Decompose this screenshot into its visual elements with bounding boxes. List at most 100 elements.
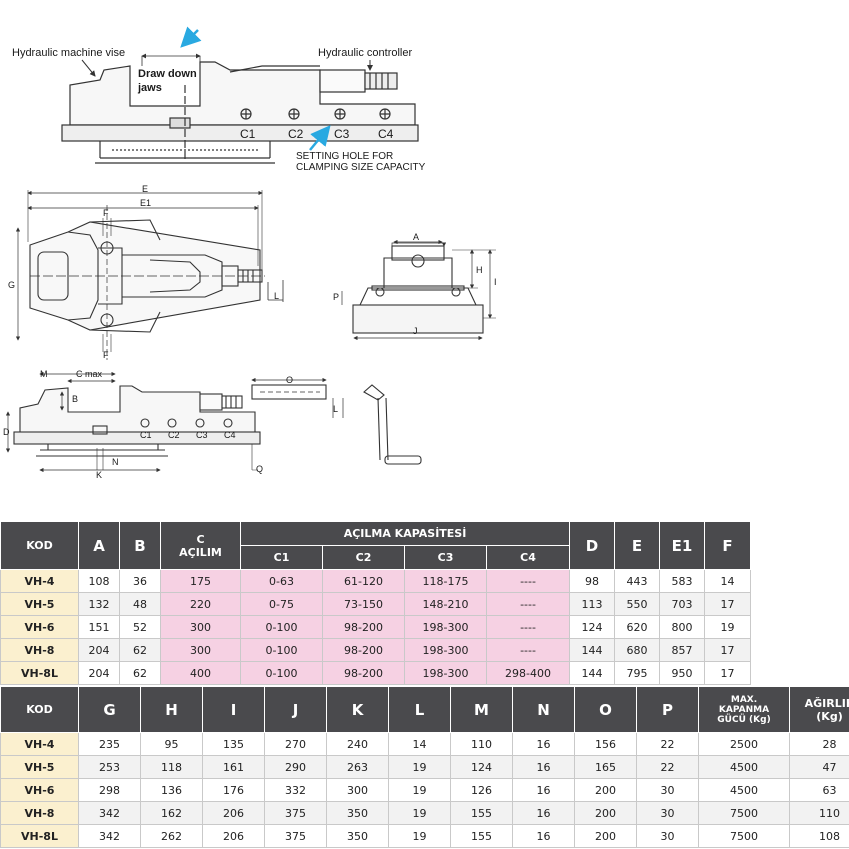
- table-cell: ----: [485, 569, 571, 593]
- table-cell: 132: [78, 592, 120, 616]
- table-cell: 332: [264, 778, 327, 802]
- table-cell: 98-200: [322, 661, 405, 685]
- table-cell: 300: [326, 778, 389, 802]
- dim-e1: E1: [140, 198, 151, 208]
- header-kod: KOD: [0, 521, 79, 570]
- table-cell: 48: [119, 592, 161, 616]
- table-cell: 204: [78, 638, 120, 662]
- table-cell: 270: [264, 732, 327, 756]
- table-cell: 620: [614, 615, 661, 639]
- model-code-cell: VH-8: [0, 638, 79, 662]
- table-cell: 262: [140, 824, 203, 848]
- table-cell: 30: [636, 801, 699, 825]
- table-cell: 950: [659, 661, 706, 685]
- dim-p: P: [333, 292, 339, 302]
- table-cell: 124: [450, 755, 513, 779]
- table-cell: 200: [574, 778, 637, 802]
- header-c3: C3: [404, 545, 487, 570]
- table-cell: 155: [450, 824, 513, 848]
- table-cell: 36: [119, 569, 161, 593]
- table-cell: 62: [119, 661, 161, 685]
- table-cell: 14: [704, 569, 752, 593]
- table-cell: 7500: [698, 824, 790, 848]
- header-e1: E1: [659, 521, 706, 570]
- header-o: O: [574, 686, 637, 733]
- table-cell: 136: [140, 778, 203, 802]
- table-cell: 30: [636, 778, 699, 802]
- header-c4: C4: [485, 545, 571, 570]
- header-c2: C2: [322, 545, 405, 570]
- technical-drawing: Hydraulic machine vise Hydraulic control…: [3, 26, 497, 480]
- table-cell: 0-100: [240, 638, 323, 662]
- header-k: K: [326, 686, 389, 733]
- dim-n: N: [112, 457, 119, 467]
- table-cell: 16: [512, 755, 575, 779]
- table-cell: 28: [789, 732, 849, 756]
- table-cell: 342: [78, 801, 141, 825]
- table-cell: 61-120: [322, 569, 405, 593]
- dim-f-top: F: [103, 208, 109, 218]
- dim-i: I: [494, 277, 497, 287]
- header-e: E: [614, 521, 661, 570]
- model-code-cell: VH-6: [0, 615, 79, 639]
- table-cell: 73-150: [322, 592, 405, 616]
- header-j: J: [264, 686, 327, 733]
- dim-j: J: [413, 326, 418, 336]
- table-cell: 4500: [698, 778, 790, 802]
- header-max-line1: MAX.: [730, 694, 758, 705]
- table-cell: 175: [160, 569, 241, 593]
- c2-small-label: C2: [168, 430, 180, 440]
- dim-f-bottom: F: [103, 350, 109, 360]
- header-h: H: [140, 686, 203, 733]
- header-max-line3: GÜCÜ (Kg): [717, 714, 771, 725]
- table-cell: 17: [704, 661, 752, 685]
- table-cell: 342: [78, 824, 141, 848]
- c4-label: C4: [378, 127, 394, 141]
- setting-hole-label-1: SETTING HOLE FOR: [296, 151, 393, 162]
- setting-hole-label-2: CLAMPING SIZE CAPACITY: [296, 162, 426, 173]
- header-c1: C1: [240, 545, 323, 570]
- header-kod-2: KOD: [0, 686, 79, 733]
- draw-down-label-1: Draw down: [138, 68, 197, 80]
- table-cell: 19: [388, 801, 451, 825]
- header-g: G: [78, 686, 141, 733]
- table-cell: 16: [512, 732, 575, 756]
- vise-front-view: [341, 239, 496, 341]
- table-cell: 110: [789, 801, 849, 825]
- table-cell: 198-300: [404, 638, 487, 662]
- dim-m: M: [40, 369, 48, 379]
- table-cell: 235: [78, 732, 141, 756]
- table-cell: 198-300: [404, 615, 487, 639]
- model-code-cell: VH-5: [0, 755, 79, 779]
- table-cell: 375: [264, 801, 327, 825]
- table-cell: 47: [789, 755, 849, 779]
- table-cell: 144: [569, 638, 616, 662]
- table-cell: 4500: [698, 755, 790, 779]
- table-cell: 206: [202, 824, 265, 848]
- table-cell: 165: [574, 755, 637, 779]
- table-cell: ----: [485, 638, 571, 662]
- header-d: D: [569, 521, 616, 570]
- table-cell: 19: [388, 755, 451, 779]
- table-cell: 17: [704, 638, 752, 662]
- header-capacity: AÇILMA KAPASİTESİ: [239, 521, 571, 546]
- table-cell: 30: [636, 824, 699, 848]
- header-c-line1: C: [196, 532, 205, 546]
- header-weight-line1: AĞIRLIK: [804, 696, 849, 710]
- table-cell: 16: [512, 824, 575, 848]
- table-cell: 161: [202, 755, 265, 779]
- table-cell: 110: [450, 732, 513, 756]
- table-cell: 703: [659, 592, 706, 616]
- dim-h: H: [476, 265, 483, 275]
- table-cell: 857: [659, 638, 706, 662]
- header-c-line2: AÇILIM: [179, 545, 222, 559]
- vise-label: Hydraulic machine vise: [12, 47, 125, 59]
- table-cell: 400: [160, 661, 241, 685]
- c4-small-label: C4: [224, 430, 236, 440]
- header-i: I: [202, 686, 265, 733]
